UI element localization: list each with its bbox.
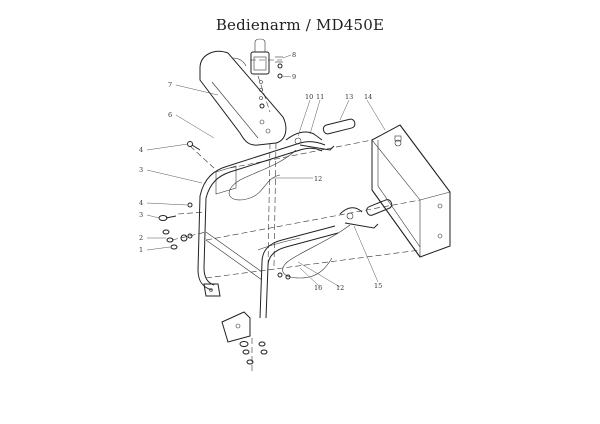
part-label-14: 14 xyxy=(364,93,372,101)
left-mounting-bracket xyxy=(203,283,221,297)
engine-box xyxy=(371,124,451,258)
part-label-3-lower: 3 xyxy=(139,211,143,219)
hardware-bottom xyxy=(239,272,291,365)
part-label-8: 8 xyxy=(292,51,296,59)
part-label-3-upper: 3 xyxy=(139,166,143,174)
part-label-1: 1 xyxy=(139,246,143,254)
part-label-11: 11 xyxy=(316,93,324,101)
hardware-top xyxy=(259,63,283,109)
part-label-7: 7 xyxy=(168,81,172,89)
hardware-left xyxy=(158,141,201,250)
part-label-9: 9 xyxy=(292,73,296,81)
part-label-13: 13 xyxy=(345,93,353,101)
part-label-4-lower: 4 xyxy=(139,199,143,207)
part-label-4-upper: 4 xyxy=(139,146,143,154)
part-label-12-upper: 12 xyxy=(314,175,322,183)
cables xyxy=(228,149,351,279)
part-label-6: 6 xyxy=(168,111,172,119)
control-box xyxy=(199,38,287,146)
part-label-2: 2 xyxy=(139,234,143,242)
part-label-10: 10 xyxy=(305,93,313,101)
upper-grip xyxy=(285,118,356,151)
diagram-title: Bedienarm / MD450E xyxy=(215,16,385,34)
lower-mounting-bracket xyxy=(221,311,251,343)
part-label-12-lower: 12 xyxy=(336,284,344,292)
part-labels: 8 9 7 6 4 3 4 3 2 1 10 11 13 14 12 16 12… xyxy=(139,51,382,292)
part-label-15: 15 xyxy=(374,282,382,290)
assembly-lines xyxy=(171,59,421,372)
leader-lines xyxy=(146,54,386,288)
part-label-16: 16 xyxy=(314,284,322,292)
lower-grip xyxy=(339,199,393,229)
